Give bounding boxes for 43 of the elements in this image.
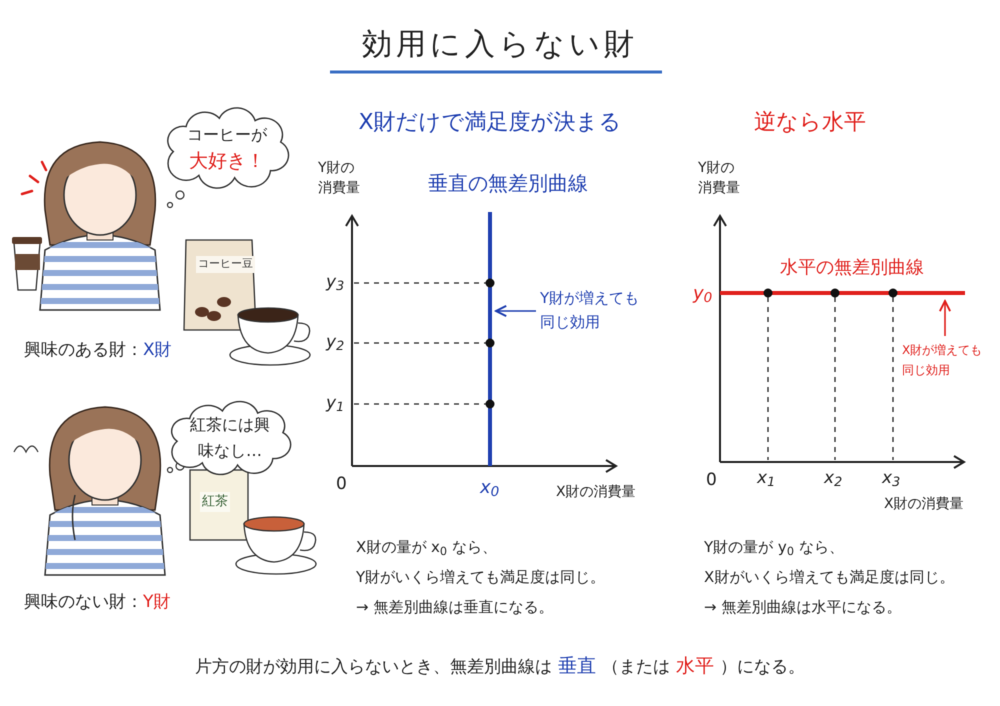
text-label: x$_{0}$: [480, 476, 500, 501]
text-label: x$_{2}$: [824, 467, 842, 492]
text-label: （または: [602, 656, 670, 679]
text-label: x$_{1}$: [757, 467, 776, 492]
text-label: → 無差別曲線は水平になる。: [704, 597, 902, 618]
text-label: Y財がいくら増えても満足度は同じ。: [356, 567, 606, 588]
text-label: 垂直の無差別曲線: [428, 170, 588, 197]
text-label: X財: [143, 339, 172, 362]
text-label: X財の量が x$_{0}$ なら、: [356, 537, 497, 558]
annotation-text: X財が増えても同じ効用: [902, 342, 984, 379]
text-label: 水平: [676, 654, 714, 679]
text-label: 逆なら水平: [753, 109, 867, 137]
text-label: → 無差別曲線は垂直になる。: [356, 597, 554, 618]
text-label: 0: [706, 469, 717, 492]
text-label: 片方の財が効用に入らないとき、無差別曲線は: [195, 656, 552, 679]
text-label: X財の消費量: [884, 495, 964, 514]
text-label: y$_{0}$: [693, 282, 712, 307]
text-label: 垂直: [558, 654, 596, 679]
bubble-text: 紅茶には興味なし…: [189, 414, 271, 462]
title: 効用に入らない財: [361, 26, 639, 64]
text-label: 紅茶: [200, 492, 230, 512]
text-label: X財がいくら増えても満足度は同じ。: [704, 567, 954, 588]
bubble-text: コーヒーが: [186, 124, 268, 146]
text-label: X財だけで満足度が決まる: [357, 109, 623, 137]
text-label: ）になる。: [720, 656, 805, 679]
text-label: 水平の無差別曲線: [780, 256, 924, 280]
annotation-text: Y財が増えても同じ効用: [540, 288, 640, 333]
text-label: 興味のある財：: [24, 339, 143, 362]
bubble-text: 大好き！: [188, 149, 266, 174]
text-label: 興味のない財：: [24, 591, 143, 614]
text-label: x$_{3}$: [882, 467, 900, 492]
text-label: Y財の消費量: [698, 159, 741, 198]
text-label: 0: [336, 473, 347, 496]
text-label: Y財の消費量: [318, 159, 361, 198]
text-label: コーヒー豆: [196, 256, 255, 272]
text-label: y$_{2}$: [326, 331, 344, 356]
arrow: [495, 304, 536, 318]
arrow: [938, 300, 952, 336]
text-label: y$_{1}$: [326, 392, 344, 416]
text-label: Y財: [143, 591, 170, 614]
text-label: Y財の量が y$_{0}$ なら、: [704, 537, 844, 558]
text-label: X財の消費量: [556, 483, 636, 502]
text-label: y$_{3}$: [326, 271, 344, 296]
